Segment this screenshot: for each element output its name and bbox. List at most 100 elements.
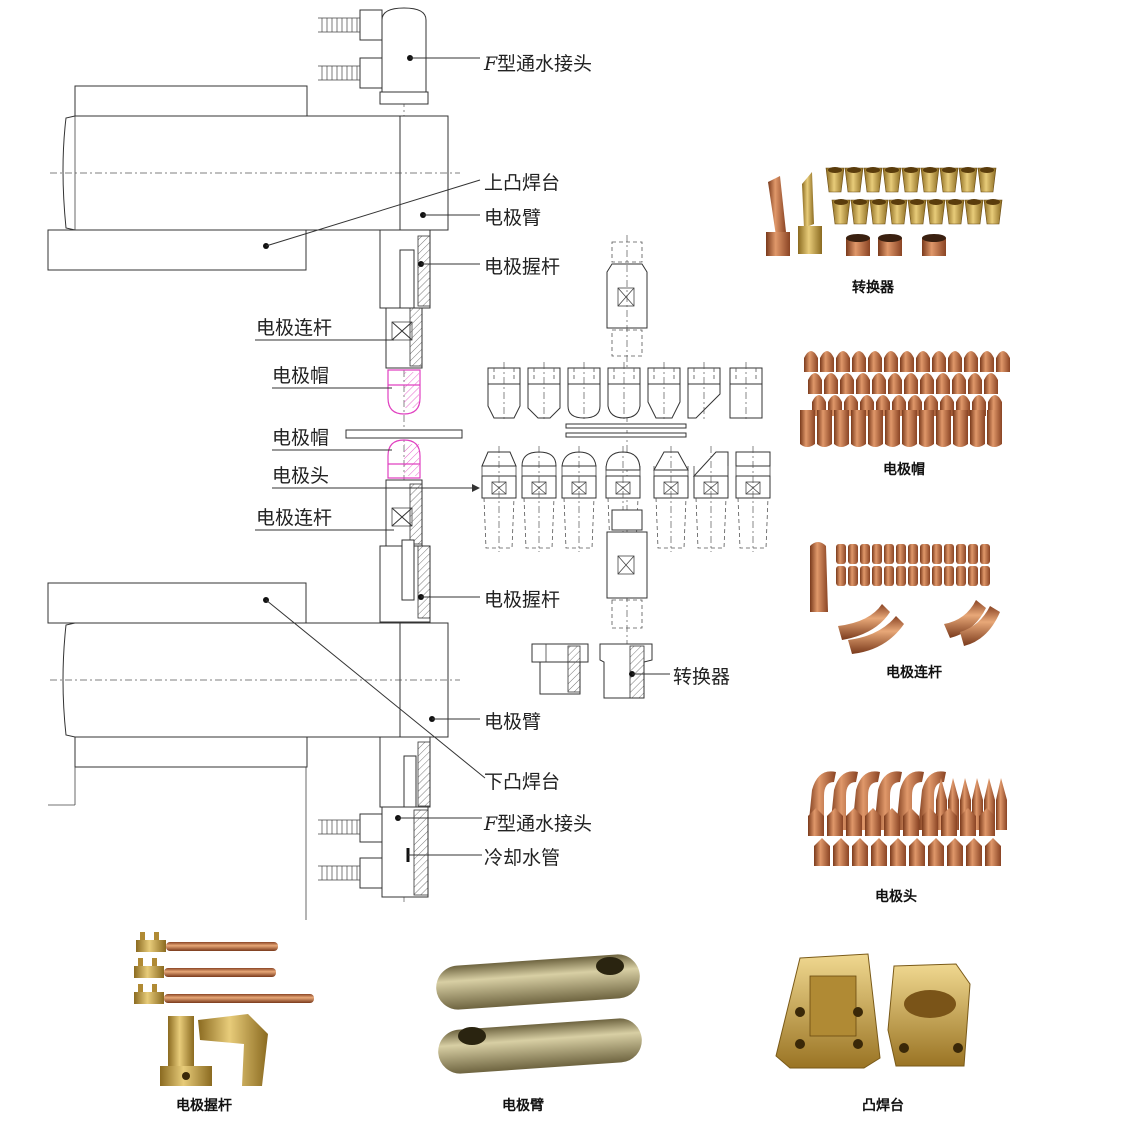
cone-tip [814,838,830,866]
caption-holder: 电极握杆 [176,1097,232,1114]
arm-photo: 电极臂 [436,954,642,1114]
copper-tube [164,994,314,1003]
cap-shape [527,362,561,420]
copper-connector [908,566,918,586]
cap-shape [607,362,641,420]
cone-tip [922,808,938,836]
copper-cap-large [919,410,934,447]
brass-fitting [134,992,164,1004]
copper-connector [896,566,906,586]
copper-rod [810,542,828,612]
copper-connector [908,544,918,564]
copper-connector [860,544,870,564]
bent-rod [944,600,986,638]
cone-tip [903,808,919,836]
copper-connector [872,566,882,586]
bent-rod [838,604,890,640]
caption-platform: 凸焊台 [862,1097,904,1114]
label-holder-upper: 电极握杆 [484,256,560,278]
leader-lines [255,57,486,856]
label-lower-platform: 下凸焊台 [484,771,560,793]
copper-cap [824,373,838,394]
label-f-water-top-prefix: F [483,53,498,75]
holder-elbow [198,1014,268,1086]
cone-tip [928,838,944,866]
copper-connector [980,566,990,586]
upper-electrode-arm-drawing [47,85,460,271]
copper-connector [848,566,858,586]
label-tip-lower: 电极头 [272,465,329,487]
copper-connector [968,566,978,586]
label-arm-upper: 电极臂 [484,207,541,229]
label-converter: 转换器 [673,666,730,688]
tip-shape [521,446,557,552]
cone-tip [871,838,887,866]
upper-holder-drawing [379,229,431,369]
copper-cap [916,351,930,372]
copper-connector [944,544,954,564]
label-cap-upper: 电极帽 [272,365,329,387]
caption-arm: 电极臂 [502,1097,544,1114]
cone-tip [979,808,995,836]
copper-cap [964,351,978,372]
copper-connector [884,566,894,586]
copper-cap-large [851,410,866,447]
straight-tip [996,778,1007,830]
lower-cap-drawing [387,439,421,479]
copper-nut [922,238,946,256]
cone-tip [947,838,963,866]
copper-cap [968,373,982,394]
copper-connector [920,566,930,586]
copper-connector [956,544,966,564]
f-water-connector-top [318,7,429,880]
adapter-drawing-left [531,643,589,695]
cap-shape [567,362,601,420]
copper-connector [968,544,978,564]
copper-cap-large [970,410,985,447]
bent-rod [960,606,1000,646]
cone-tip [960,808,976,836]
copper-cap [804,351,818,372]
cone-tip [846,808,862,836]
cone-tip [985,838,1001,866]
copper-connector [944,566,954,586]
cap-shape [687,362,721,420]
cone-tip [909,838,925,866]
curved-tip [896,771,924,830]
cap-shapes-row [487,362,763,420]
copper-cap [984,373,998,394]
copper-connector [884,544,894,564]
copper-adapter [768,176,786,236]
copper-connector [956,566,966,586]
copper-cap-large [953,410,968,447]
copper-cap [872,373,886,394]
converter-photo: 转换器 [766,167,1003,296]
upper-cap-drawing [387,369,421,415]
electrode-shapes-chart [481,235,771,699]
copper-cap [856,373,870,394]
copper-connector [836,566,846,586]
label-rod-upper: 电极连杆 [256,317,332,339]
caption-caps: 电极帽 [883,461,925,478]
copper-nut [846,238,870,256]
copper-cap-large [902,410,917,447]
rods-photo: 电极连杆 [810,542,1000,681]
copper-cap [888,373,902,394]
cone-tip [808,808,824,836]
copper-cap [820,351,834,372]
holder-photo: 电极握杆 [134,932,314,1114]
caption-tips: 电极头 [875,888,917,905]
copper-cap [808,373,822,394]
label-f-water-bottom: 型通水接头 [497,813,592,835]
tip-shape [605,446,641,552]
caption-rods: 电极连杆 [886,664,942,681]
copper-cap [868,351,882,372]
tip-shape [481,446,517,552]
brass-adapter [802,172,814,228]
copper-connector [872,544,882,564]
assembly-drawing [47,7,486,920]
tip-shape [561,446,597,552]
cone-tip [890,838,906,866]
caps-photo: 电极帽 [800,351,1010,478]
copper-cap [936,373,950,394]
